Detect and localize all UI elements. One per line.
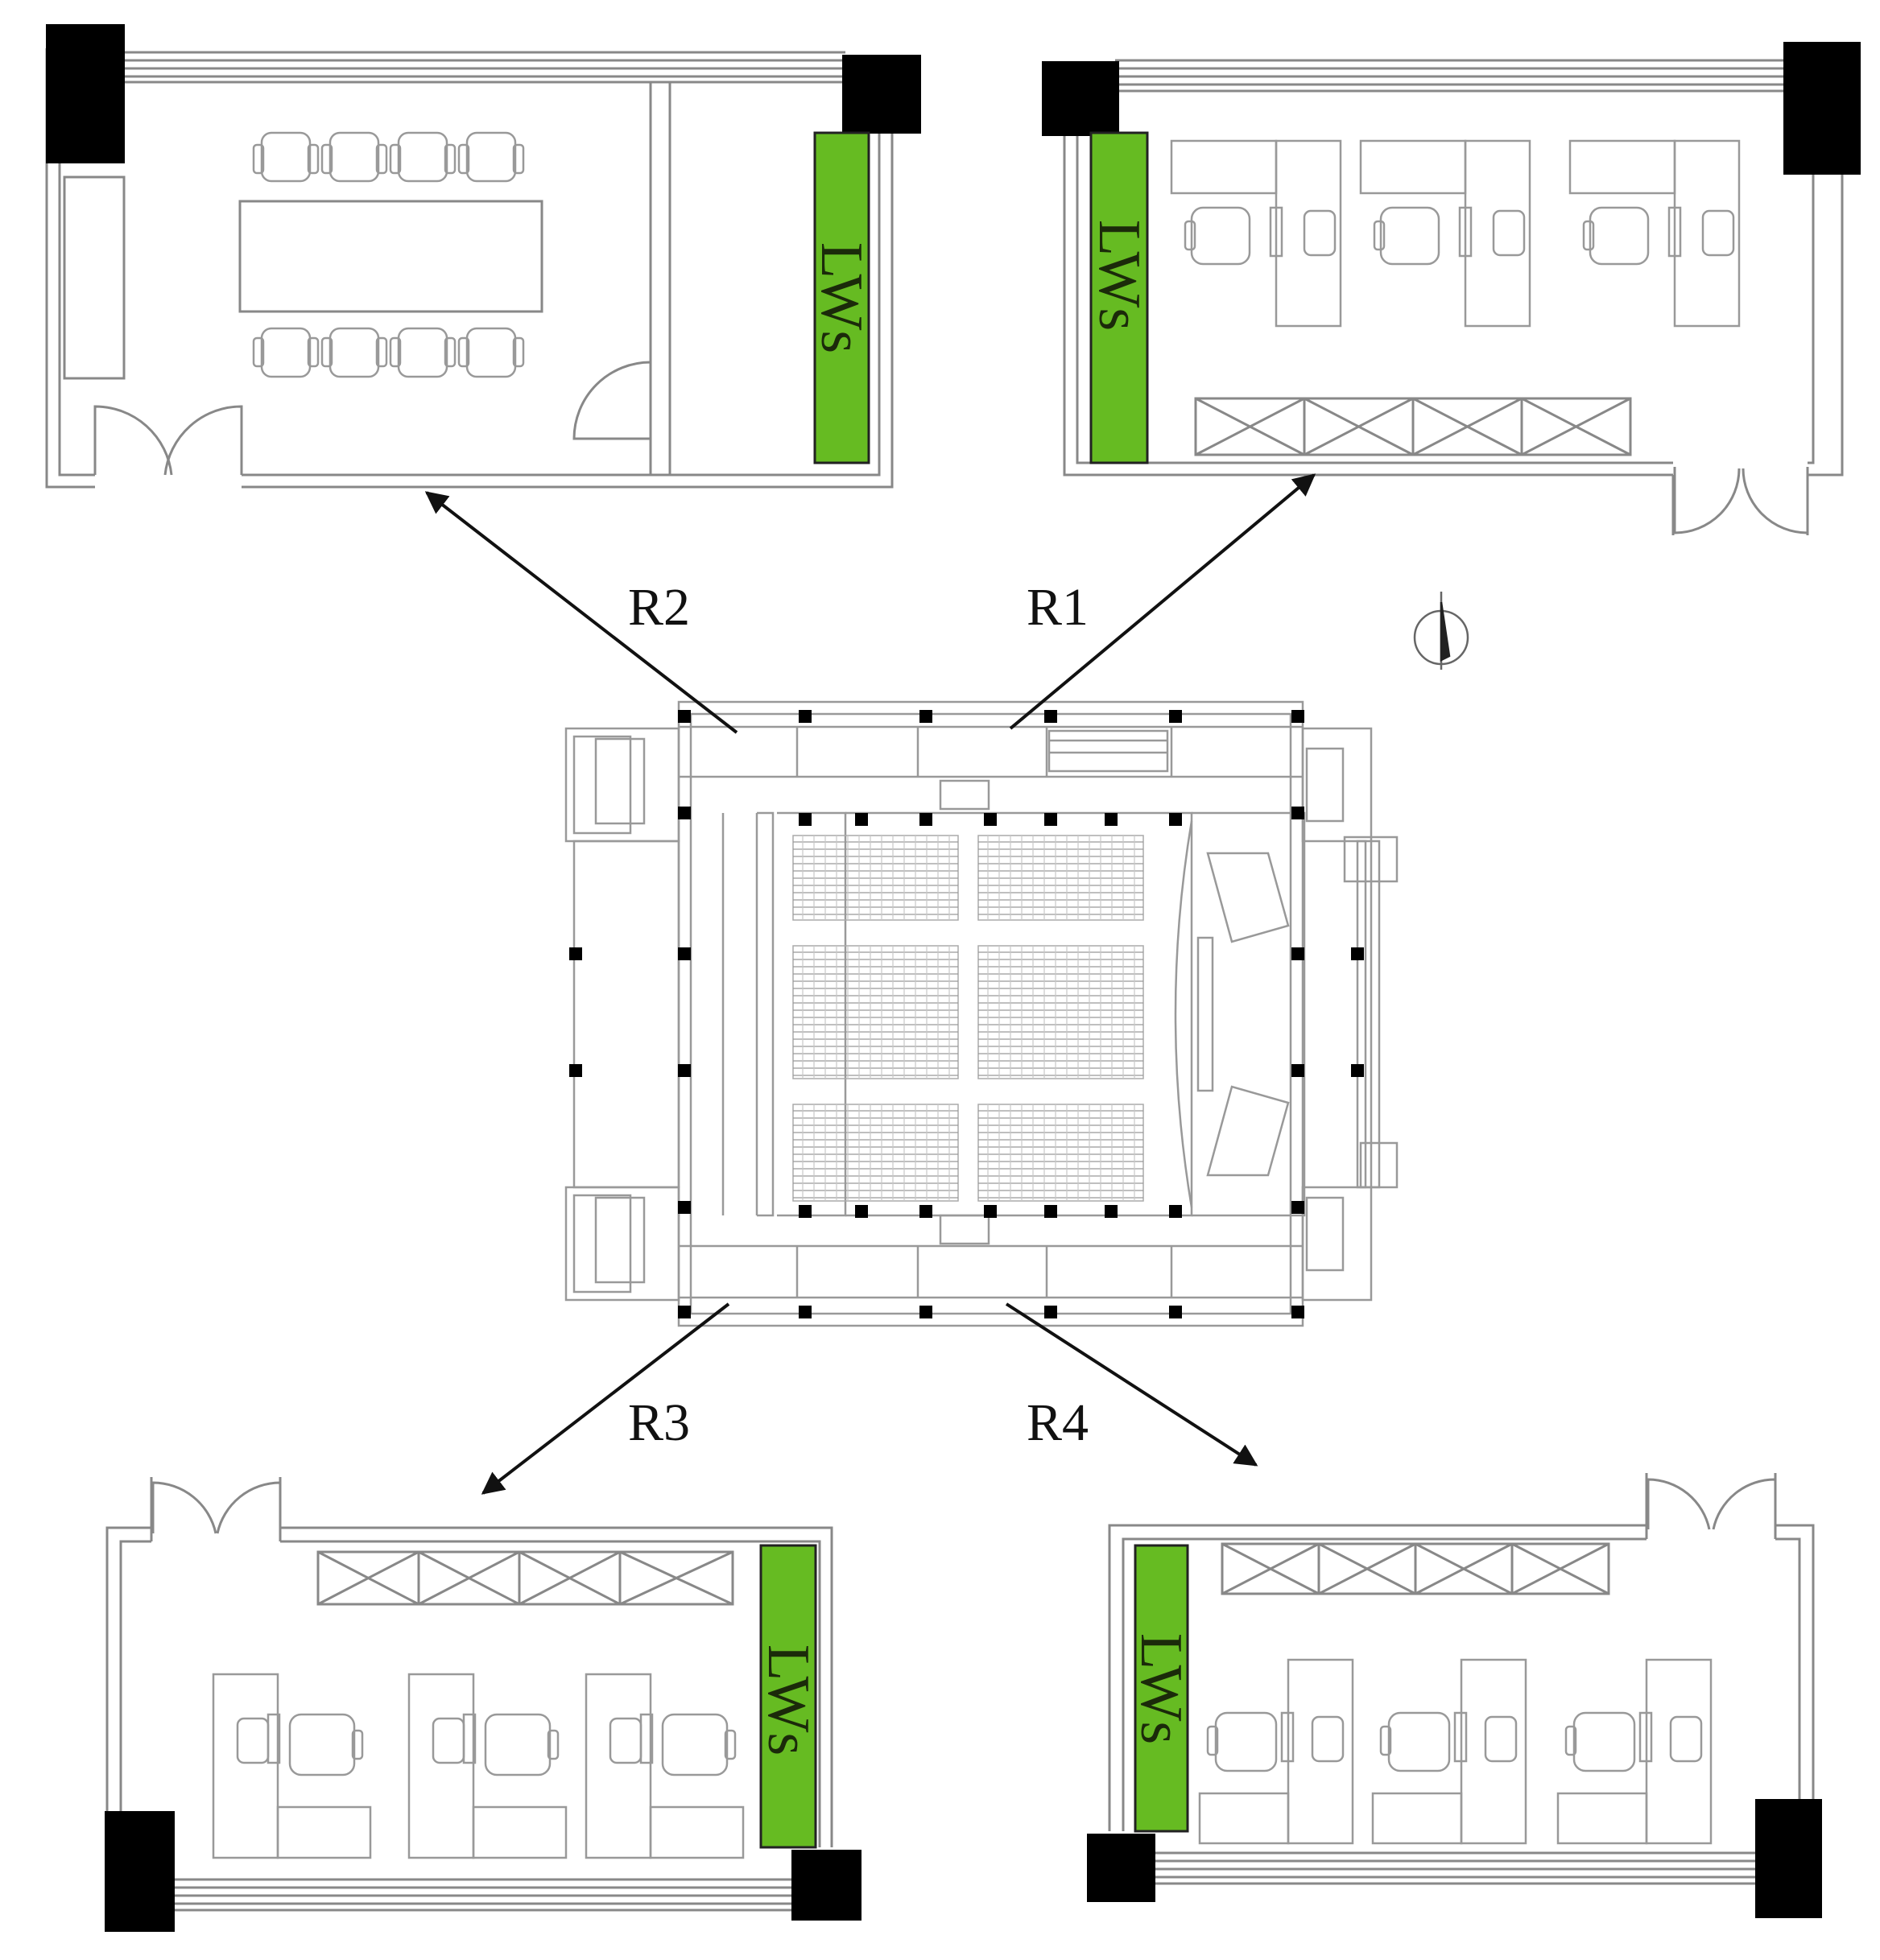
room-r4-lws-label: LWs: [1128, 1633, 1194, 1744]
structural-column: [1291, 1306, 1304, 1318]
structural-column: [1169, 710, 1182, 723]
structural-column: [1044, 813, 1057, 826]
arrow-to-r3: [481, 1302, 730, 1495]
structural-column: [1291, 1201, 1304, 1214]
structural-column: [678, 1201, 691, 1214]
structural-column: [1351, 947, 1364, 960]
structural-column: [919, 1306, 932, 1318]
structural-column: [1169, 1306, 1182, 1318]
auditorium-seat-rows: [793, 836, 1143, 1201]
room-r2-chairs: [252, 131, 525, 378]
structural-column: [678, 807, 691, 819]
room-r4-workstations: [1198, 1658, 1713, 1845]
structural-column: [1105, 813, 1118, 826]
arrow-to-r4: [1005, 1302, 1258, 1467]
structural-column: [569, 947, 582, 960]
room-r1-column-right: [1783, 42, 1861, 175]
room-r1-lws-wall: [1089, 131, 1149, 464]
room-r2-column-right: [842, 55, 921, 134]
auditorium-plan: [564, 700, 1399, 1327]
auditorium-columns: [569, 710, 1364, 1318]
room-r2-lws-label: LWs: [808, 242, 874, 353]
room-r3-lws-label: LWs: [755, 1644, 821, 1756]
structural-column: [678, 947, 691, 960]
structural-column: [1044, 1306, 1057, 1318]
structural-column: [1291, 710, 1304, 723]
structural-column: [1291, 1064, 1304, 1077]
room-r4-lws-wall: [1134, 1544, 1189, 1833]
room-r2-plan: [45, 48, 894, 489]
room-r2-lws-wall: [813, 131, 870, 464]
structural-column: [1105, 1205, 1118, 1218]
structural-column: [1351, 1064, 1364, 1077]
structural-column: [1044, 710, 1057, 723]
room-label-r2: R2: [628, 578, 691, 637]
room-r2-column-left: [46, 24, 125, 163]
arrow-to-r1: [1009, 473, 1316, 730]
arrow-to-r2: [424, 491, 738, 734]
structural-column: [855, 813, 868, 826]
room-r1-workstations: [1170, 139, 1741, 328]
room-r4-plan: [1108, 1473, 1815, 1885]
room-label-r1: R1: [1027, 578, 1089, 637]
structural-column: [799, 813, 812, 826]
room-r3-column-right: [791, 1850, 861, 1921]
room-r1-lws-label: LWs: [1086, 220, 1152, 331]
room-r3-workstations: [212, 1673, 745, 1859]
structural-column: [799, 710, 812, 723]
structural-column: [919, 813, 932, 826]
structural-column: [799, 1205, 812, 1218]
room-r3-column-left: [105, 1811, 175, 1932]
structural-column: [919, 710, 932, 723]
structural-column: [799, 1306, 812, 1318]
structural-column: [1169, 1205, 1182, 1218]
structural-column: [855, 1205, 868, 1218]
structural-column: [678, 1064, 691, 1077]
structural-column: [1291, 947, 1304, 960]
room-r3-lws-wall: [759, 1544, 817, 1849]
structural-column: [569, 1064, 582, 1077]
north-compass-icon: [1413, 592, 1469, 670]
room-r3-plan: [105, 1477, 833, 1912]
room-r1-plan: [1063, 59, 1844, 535]
structural-column: [678, 710, 691, 723]
room-pointer-arrows: [424, 473, 1316, 1495]
structural-column: [984, 813, 997, 826]
structural-column: [1169, 813, 1182, 826]
structural-column: [678, 1306, 691, 1318]
structural-column: [984, 1205, 997, 1218]
structural-column: [1291, 807, 1304, 819]
room-r4-column-right: [1755, 1799, 1822, 1918]
structural-column: [919, 1205, 932, 1218]
room-r4-column-left: [1087, 1834, 1155, 1902]
room-label-r4: R4: [1027, 1393, 1089, 1452]
room-label-r3: R3: [628, 1393, 691, 1452]
room-r1-column-left: [1042, 61, 1119, 136]
structural-column: [1044, 1205, 1057, 1218]
